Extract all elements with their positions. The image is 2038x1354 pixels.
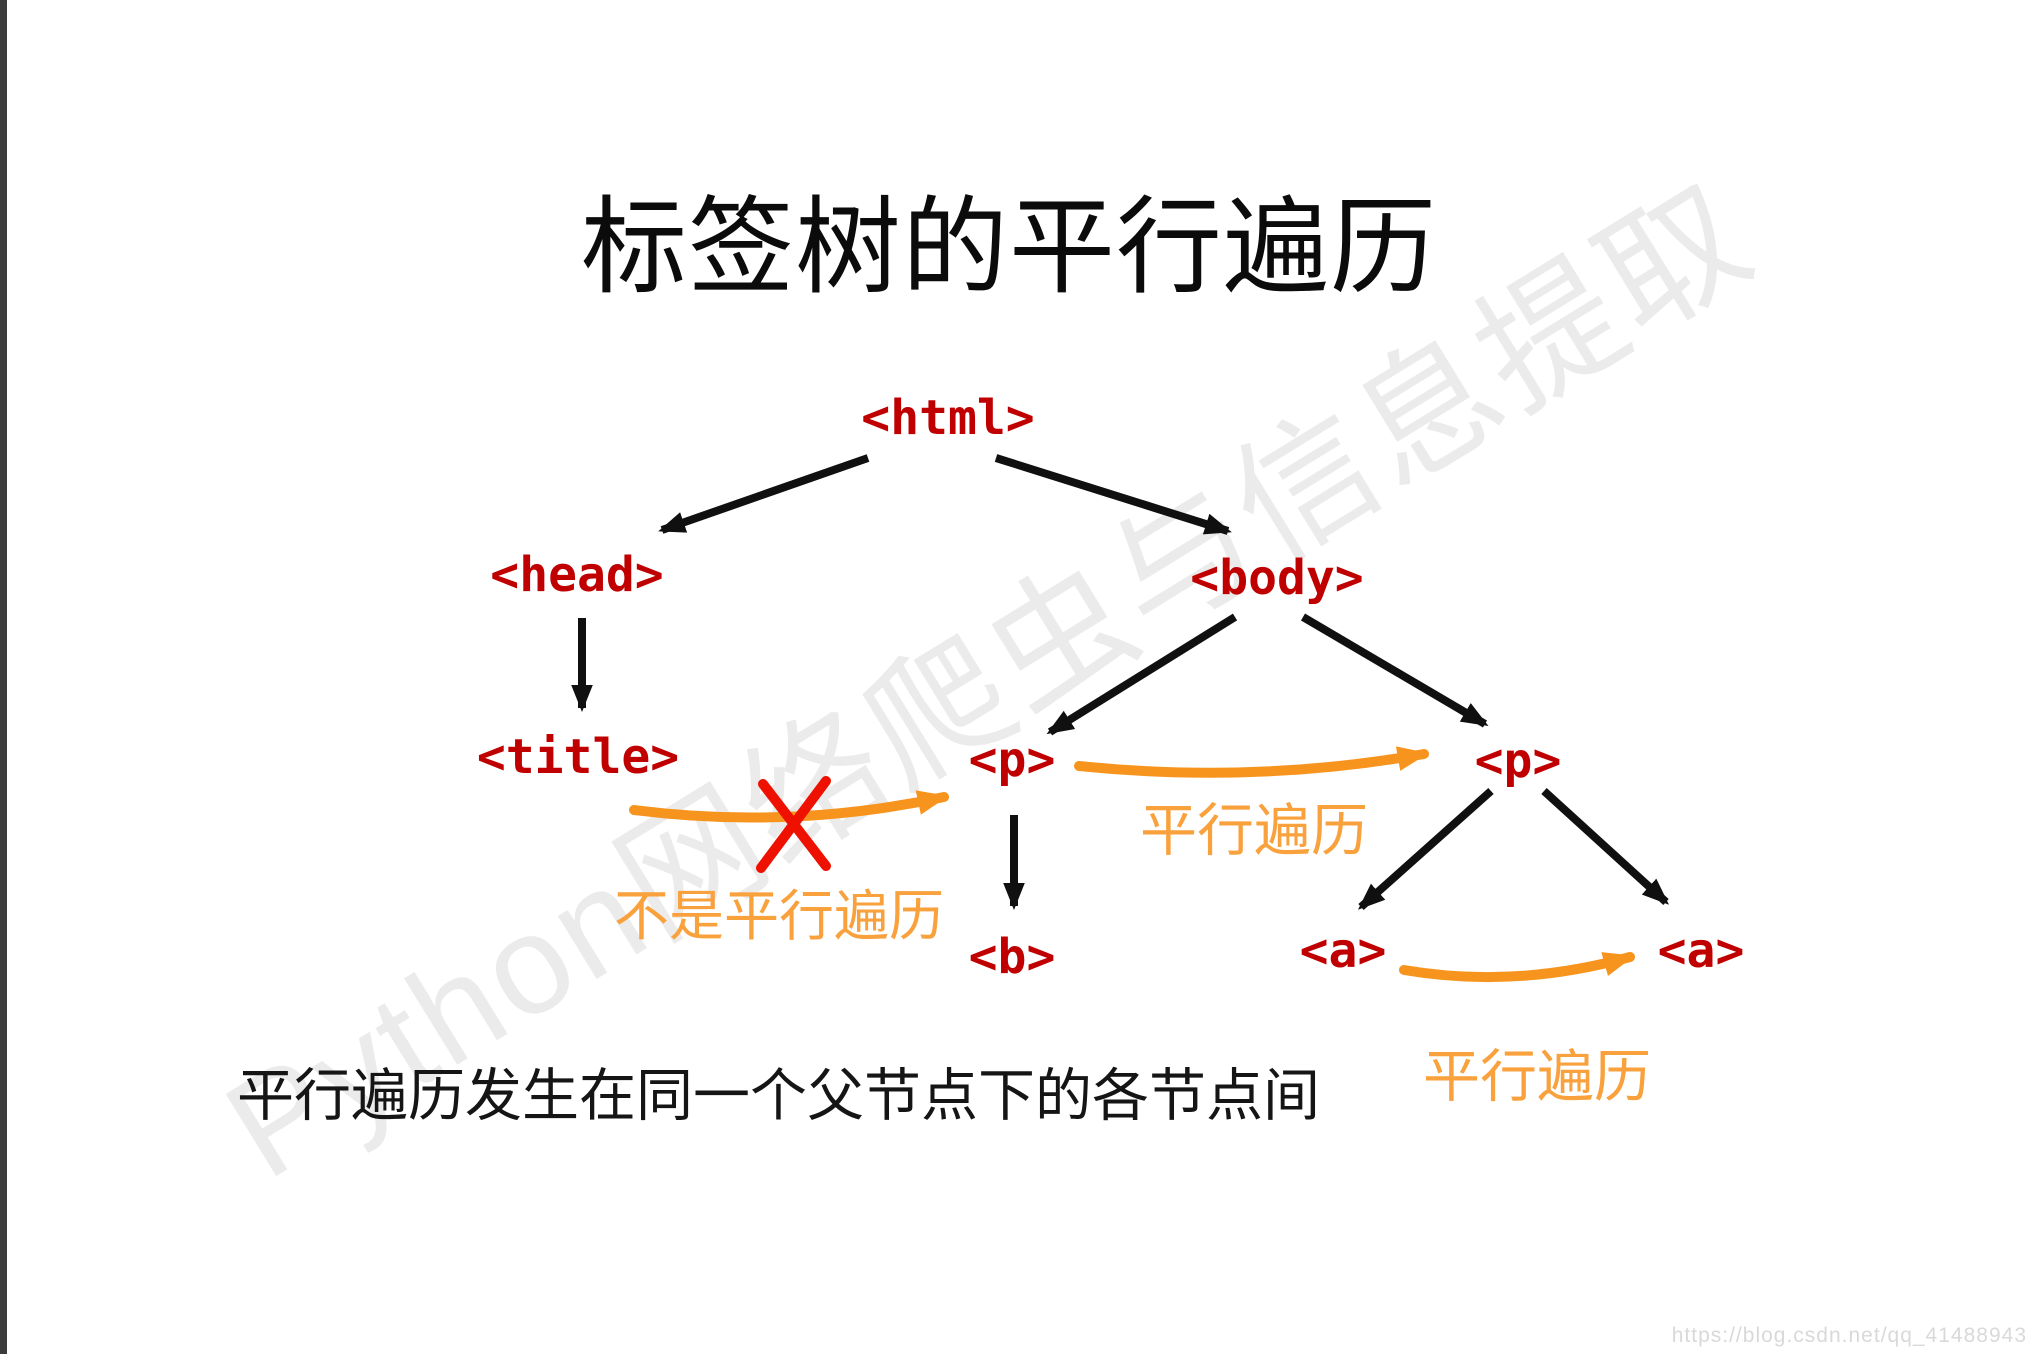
node-title: <title> — [476, 729, 680, 785]
node-p-right: <p> — [1474, 733, 1562, 789]
left-edge-border — [0, 0, 7, 1354]
node-a-right: <a> — [1657, 923, 1745, 979]
edge-body-to-p2 — [1300, 613, 1489, 728]
csdn-url-watermark: https://blog.csdn.net/qq_41488943 — [1671, 1324, 2027, 1347]
edge-p2-to-a1 — [1357, 788, 1494, 910]
edge-body-to-p1 — [1046, 613, 1238, 736]
edge-html-to-body — [994, 454, 1232, 535]
page-title: 标签树的平行遍历 — [581, 189, 1437, 307]
arrow-a1-to-a2-parallel — [1399, 952, 1635, 983]
node-b: <b> — [968, 929, 1056, 985]
arrow-p1-to-p2-parallel — [1074, 746, 1429, 778]
footnote-text: 平行遍历发生在同一个父节点下的各节点间 — [237, 1064, 1320, 1128]
edge-html-to-head — [658, 454, 870, 534]
red-cross-icon — [756, 776, 831, 873]
label-not-parallel-traversal: 不是平行遍历 — [613, 885, 945, 947]
node-a-left: <a> — [1299, 923, 1387, 979]
edge-p2-to-a2 — [1541, 788, 1669, 905]
label-parallel-traversal-bottom: 平行遍历 — [1423, 1045, 1651, 1109]
node-html: <html> — [861, 390, 1035, 446]
label-parallel-traversal-mid: 平行遍历 — [1140, 799, 1368, 863]
node-p-left: <p> — [968, 732, 1056, 788]
node-head: <head> — [490, 547, 664, 603]
node-body: <body> — [1190, 550, 1364, 606]
